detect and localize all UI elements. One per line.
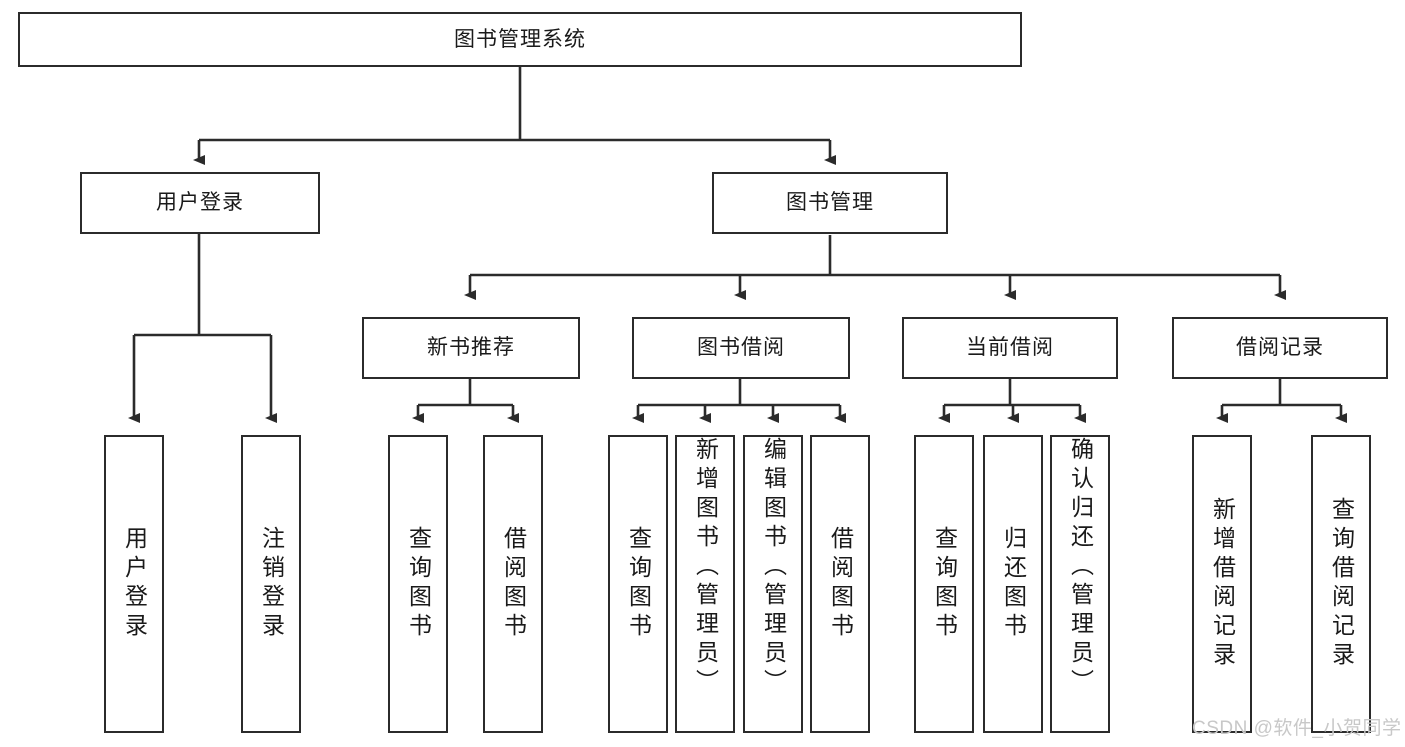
leaf-record-query[interactable]: 查询借阅记录	[1311, 435, 1371, 733]
leaf-borrow-add-book-label: 新增图书（管理员）	[692, 437, 719, 698]
leaf-record-add[interactable]: 新增借阅记录	[1192, 435, 1252, 733]
node-root[interactable]: 图书管理系统	[18, 12, 1022, 67]
node-book-management-label: 图书管理	[786, 191, 874, 215]
leaf-new-book-query-label: 查询图书	[405, 526, 432, 642]
leaf-user-login-login[interactable]: 用户登录	[104, 435, 164, 733]
leaf-borrow-borrow-book[interactable]: 借阅图书	[810, 435, 870, 733]
node-root-label: 图书管理系统	[454, 27, 586, 51]
leaf-borrow-add-book[interactable]: 新增图书（管理员）	[675, 435, 735, 733]
leaf-current-query-book[interactable]: 查询图书	[914, 435, 974, 733]
leaf-record-add-label: 新增借阅记录	[1209, 497, 1236, 671]
node-user-login-label: 用户登录	[156, 191, 244, 215]
node-book-borrow[interactable]: 图书借阅	[632, 317, 850, 379]
leaf-borrow-edit-book[interactable]: 编辑图书（管理员）	[743, 435, 803, 733]
node-current-borrow-label: 当前借阅	[966, 336, 1054, 360]
leaf-borrow-query-book[interactable]: 查询图书	[608, 435, 668, 733]
node-current-borrow[interactable]: 当前借阅	[902, 317, 1118, 379]
leaf-current-confirm-return[interactable]: 确认归还（管理员）	[1050, 435, 1110, 733]
leaf-user-login-logout-label: 注销登录	[258, 526, 285, 642]
node-book-management[interactable]: 图书管理	[712, 172, 948, 234]
leaf-new-book-borrow-label: 借阅图书	[500, 526, 527, 642]
node-new-book-recommend-label: 新书推荐	[427, 336, 515, 360]
leaf-new-book-borrow[interactable]: 借阅图书	[483, 435, 543, 733]
leaf-borrow-query-book-label: 查询图书	[625, 526, 652, 642]
leaf-current-query-book-label: 查询图书	[931, 526, 958, 642]
leaf-new-book-query[interactable]: 查询图书	[388, 435, 448, 733]
leaf-borrow-borrow-book-label: 借阅图书	[827, 526, 854, 642]
leaf-borrow-edit-book-label: 编辑图书（管理员）	[760, 437, 787, 698]
node-book-borrow-label: 图书借阅	[697, 336, 785, 360]
node-borrow-record-label: 借阅记录	[1236, 336, 1324, 360]
leaf-current-confirm-return-label: 确认归还（管理员）	[1067, 437, 1094, 698]
leaf-current-return-book-label: 归还图书	[1000, 526, 1027, 642]
leaf-current-return-book[interactable]: 归还图书	[983, 435, 1043, 733]
node-user-login[interactable]: 用户登录	[80, 172, 320, 234]
node-new-book-recommend[interactable]: 新书推荐	[362, 317, 580, 379]
leaf-record-query-label: 查询借阅记录	[1328, 497, 1355, 671]
node-borrow-record[interactable]: 借阅记录	[1172, 317, 1388, 379]
leaf-user-login-logout[interactable]: 注销登录	[241, 435, 301, 733]
leaf-user-login-login-label: 用户登录	[121, 526, 148, 642]
